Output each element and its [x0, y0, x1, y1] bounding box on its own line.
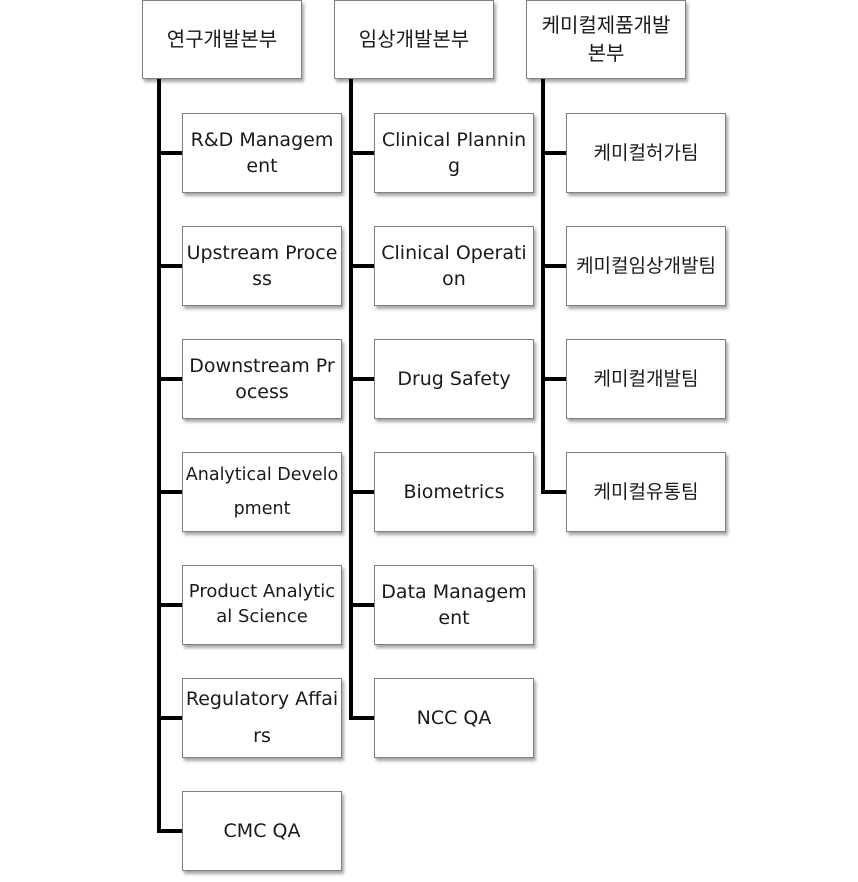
team-box: CMC QA — [182, 791, 342, 871]
team-label: Analytical Development — [185, 464, 339, 519]
team-label: Product Analytical Science — [188, 581, 336, 627]
team-label: 케미컬임상개발팀 — [576, 254, 716, 277]
connector-branch — [349, 490, 375, 494]
team-box: 케미컬유통팀 — [566, 452, 726, 532]
connector-branch — [349, 377, 375, 381]
team-box: Upstream Process — [182, 226, 342, 306]
connector-branch — [541, 264, 567, 268]
team-label: Upstream Process — [186, 241, 338, 290]
connector-branch — [349, 151, 375, 155]
connector-branch — [157, 377, 183, 381]
connector-branch — [349, 716, 375, 720]
connector-trunk — [541, 78, 545, 493]
team-box: Clinical Planning — [374, 113, 534, 193]
team-label: Drug Safety — [397, 367, 511, 390]
team-label: Downstream Process — [189, 354, 335, 403]
connector-trunk — [349, 78, 353, 720]
connector-branch — [541, 151, 567, 155]
connector-branch — [157, 151, 183, 155]
connector-trunk — [157, 78, 161, 833]
division-label: 케미컬제품개발본부 — [541, 12, 671, 65]
connector-branch — [541, 490, 567, 494]
team-box: NCC QA — [374, 678, 534, 758]
team-box: Drug Safety — [374, 339, 534, 419]
team-label: R&D Management — [190, 128, 334, 177]
team-box: 케미컬개발팀 — [566, 339, 726, 419]
connector-branch — [157, 490, 183, 494]
connector-branch — [349, 603, 375, 607]
team-box: Clinical Operation — [374, 226, 534, 306]
team-box: R&D Management — [182, 113, 342, 193]
team-label: Data Management — [381, 580, 527, 629]
division-box-rnd: 연구개발본부 — [142, 0, 302, 79]
division-label: 연구개발본부 — [166, 26, 278, 51]
team-box: Product Analytical Science — [182, 565, 342, 645]
connector-branch — [541, 377, 567, 381]
connector-branch — [157, 264, 183, 268]
connector-branch — [349, 264, 375, 268]
team-label: Clinical Operation — [381, 241, 527, 290]
team-box: Analytical Development — [182, 452, 342, 532]
team-label: CMC QA — [223, 819, 301, 842]
team-box: 케미컬허가팀 — [566, 113, 726, 193]
team-label: 케미컬유통팀 — [593, 480, 699, 503]
team-label: NCC QA — [416, 706, 492, 729]
division-label: 임상개발본부 — [358, 26, 470, 51]
connector-branch — [157, 716, 183, 720]
team-box: Regulatory Affairs — [182, 678, 342, 758]
connector-branch — [157, 829, 183, 833]
team-label: 케미컬허가팀 — [593, 141, 699, 164]
team-box: Data Management — [374, 565, 534, 645]
team-label: 케미컬개발팀 — [593, 367, 699, 390]
team-box: Biometrics — [374, 452, 534, 532]
division-box-chemical: 케미컬제품개발본부 — [526, 0, 686, 79]
division-box-clinical: 임상개발본부 — [334, 0, 494, 79]
team-label: Biometrics — [403, 480, 505, 503]
team-box: Downstream Process — [182, 339, 342, 419]
team-box: 케미컬임상개발팀 — [566, 226, 726, 306]
team-label: Regulatory Affairs — [185, 687, 339, 747]
connector-branch — [157, 603, 183, 607]
team-label: Clinical Planning — [381, 128, 527, 177]
